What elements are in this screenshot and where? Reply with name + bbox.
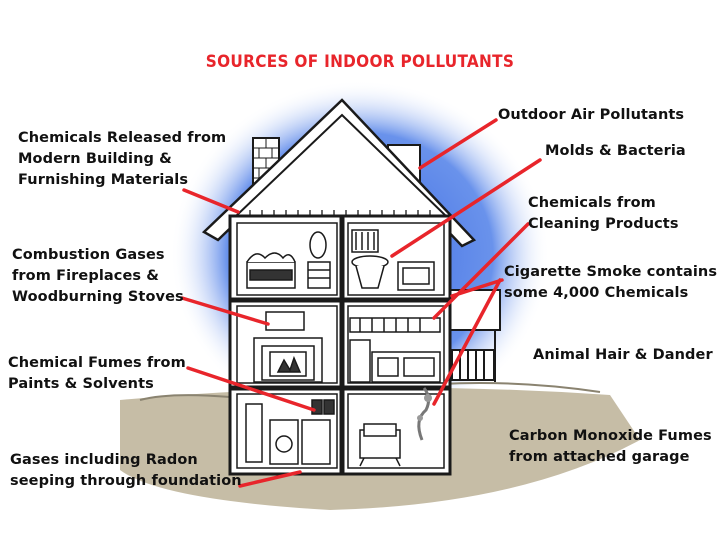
- label-cigarette: Cigarette Smoke contains some 4,000 Chem…: [504, 264, 718, 301]
- leader-lines: [180, 118, 542, 488]
- label-carbon-monoxide: Carbon Monoxide Fumes from attached gara…: [509, 428, 712, 465]
- label-combustion: Combustion Gases from Fireplaces & Woodb…: [12, 247, 184, 305]
- bathroom: [351, 229, 435, 291]
- living-room: [253, 311, 323, 383]
- label-molds: Molds & Bacteria: [545, 143, 686, 159]
- garage: [359, 387, 432, 467]
- bedroom: [246, 231, 331, 289]
- kitchen: [349, 317, 441, 383]
- label-animal: Animal Hair & Dander: [533, 347, 713, 363]
- label-cleaning: Chemicals from Cleaning Products: [528, 195, 679, 232]
- label-outdoor-air: Outdoor Air Pollutants: [498, 107, 685, 123]
- utility-room: [245, 399, 335, 465]
- label-chemicals-building: Chemicals Released from Modern Building …: [18, 130, 227, 188]
- label-radon: Gases including Radon seeping through fo…: [10, 452, 242, 489]
- label-fumes-paints: Chemical Fumes from Paints & Solvents: [8, 355, 186, 392]
- diagram-title: SOURCES OF INDOOR POLLUTANTS: [205, 52, 515, 72]
